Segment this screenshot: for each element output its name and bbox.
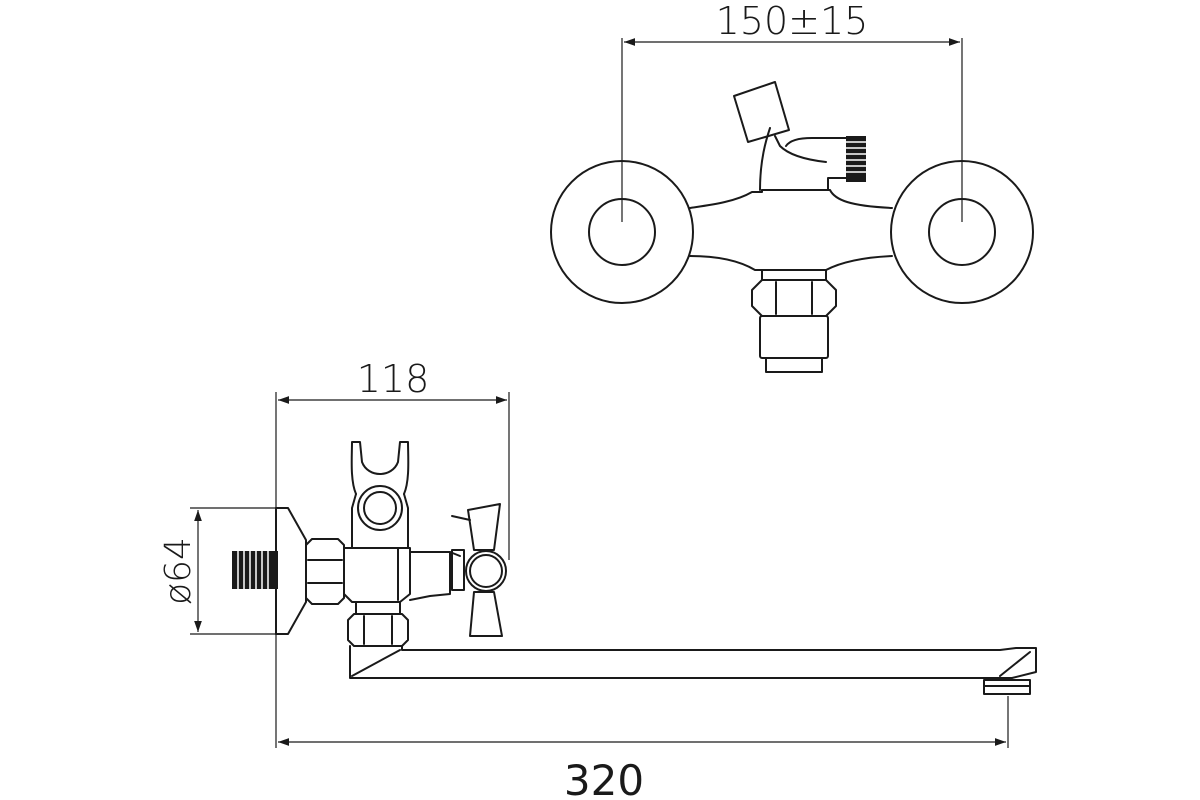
mixer-body-side	[343, 547, 461, 603]
left-wall-connector	[550, 160, 694, 304]
connection-nut	[305, 538, 345, 605]
spout-nut-side	[347, 601, 409, 647]
wall-flange	[275, 507, 307, 635]
dimension-label-flange-diameter: ø64	[158, 537, 199, 605]
side-view: 118 ø64	[158, 357, 1037, 800]
dimension-flange-diameter: ø64	[158, 507, 276, 635]
dimension-label-total-length: 320	[564, 756, 644, 800]
dimension-centre-distance: 150±15	[621, 0, 963, 222]
long-spout	[349, 645, 1037, 695]
spout-nut-top	[751, 269, 837, 373]
cross-handle	[451, 503, 507, 637]
hose-outlet-thread	[846, 136, 866, 182]
shower-holder-side	[350, 441, 410, 549]
right-wall-connector	[890, 160, 1034, 304]
mixer-body-top	[689, 189, 893, 271]
top-view: 150±15	[550, 0, 1034, 373]
dimension-total-length: 320	[278, 696, 1009, 800]
dimension-label-centre-distance: 150±15	[716, 0, 869, 43]
wall-pipe-thread	[232, 551, 278, 589]
dimension-label-body-depth: 118	[357, 357, 430, 401]
dimension-body-depth: 118	[275, 357, 510, 748]
shower-holder-top	[733, 81, 849, 191]
